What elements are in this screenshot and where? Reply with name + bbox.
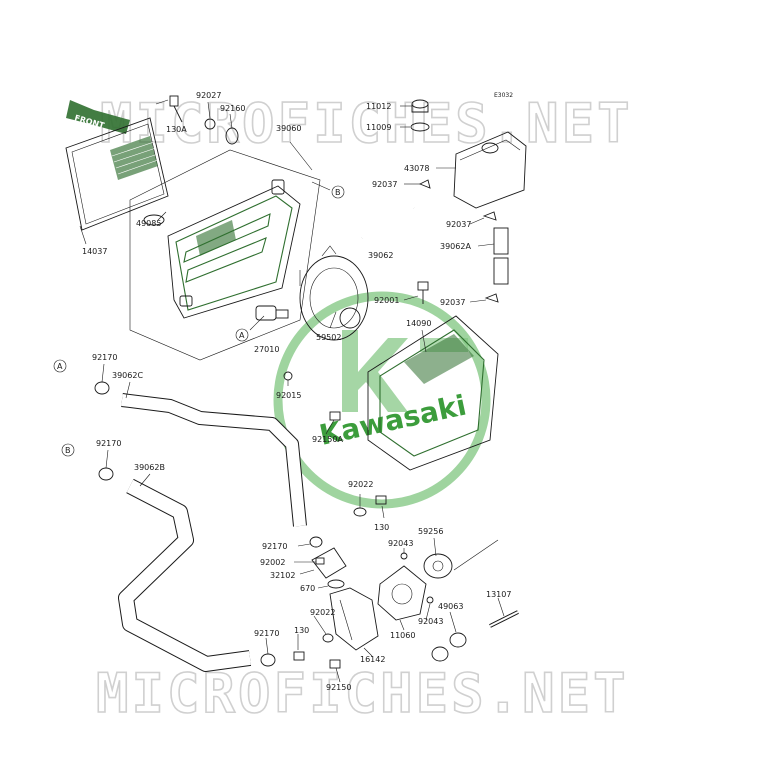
label-670: 670 bbox=[300, 584, 315, 593]
label-92027: 92027 bbox=[196, 91, 221, 100]
watermark-bottom: MICROFICHES.NET bbox=[96, 662, 629, 725]
label-92150: 92150 bbox=[326, 683, 351, 692]
impeller-59256 bbox=[423, 553, 453, 579]
cap-11012 bbox=[411, 99, 429, 113]
label-92170-d: 92170 bbox=[254, 629, 279, 638]
bolt-130a bbox=[169, 95, 183, 123]
label-92170-b: 92170 bbox=[96, 439, 121, 448]
label-92022-b: 92022 bbox=[310, 608, 335, 617]
label-92170-c: 92170 bbox=[262, 542, 287, 551]
reservoir-tank-43078 bbox=[453, 131, 527, 209]
washer-92022-b bbox=[322, 633, 334, 643]
label-39062b: 39062B bbox=[134, 463, 165, 472]
clamp-92170-c bbox=[309, 536, 323, 548]
hose-39062b bbox=[118, 478, 252, 672]
label-130-a: 130 bbox=[374, 523, 389, 532]
label-59502: 59502 bbox=[316, 333, 341, 342]
svg-text:A: A bbox=[57, 362, 63, 371]
shaft-13107 bbox=[489, 610, 519, 628]
label-130a: 130A bbox=[166, 125, 187, 134]
label-92022-a: 92022 bbox=[348, 480, 373, 489]
label-39060: 39060 bbox=[276, 124, 301, 133]
label-130-b: 130 bbox=[294, 626, 309, 635]
hose-39062c bbox=[121, 393, 307, 527]
clamp-92037-a bbox=[418, 179, 431, 189]
o-ring-670 bbox=[327, 579, 345, 589]
bolt-92043-b bbox=[426, 596, 434, 604]
label-13107: 13107 bbox=[486, 590, 511, 599]
label-92043-a: 92043 bbox=[388, 539, 413, 548]
label-11009: 11009 bbox=[366, 123, 391, 132]
radiator-box bbox=[129, 149, 321, 361]
pump-housing-16142 bbox=[329, 587, 379, 651]
shroud-14090 bbox=[367, 315, 499, 471]
callout-b-top: B bbox=[331, 185, 345, 199]
callout-a-top: A bbox=[235, 328, 249, 342]
label-39062a: 39062A bbox=[440, 242, 471, 251]
washer-92022-a bbox=[353, 507, 367, 517]
fan-switch-27010 bbox=[255, 305, 289, 321]
label-92043-b: 92043 bbox=[418, 617, 443, 626]
pipe-32102 bbox=[311, 547, 347, 579]
bolt-92001 bbox=[417, 281, 429, 304]
label-39062: 39062 bbox=[368, 251, 393, 260]
fan-59502 bbox=[299, 245, 369, 341]
plate-49085 bbox=[143, 214, 165, 226]
label-43078: 43078 bbox=[404, 164, 429, 173]
label-27010: 27010 bbox=[254, 345, 279, 354]
label-11012: 11012 bbox=[366, 102, 391, 111]
radiator-39060 bbox=[167, 179, 301, 319]
clamp-92037-b bbox=[482, 211, 497, 221]
gasket-11009 bbox=[410, 122, 430, 132]
callout-b-left: B bbox=[61, 443, 75, 457]
hose-39062a bbox=[493, 227, 509, 285]
bolt-130-a bbox=[375, 495, 387, 505]
label-14090: 14090 bbox=[406, 319, 431, 328]
callout-a-left: A bbox=[53, 359, 67, 373]
clamp-92170-a bbox=[94, 381, 110, 395]
label-92150a: 92150A bbox=[312, 435, 343, 444]
svg-text:B: B bbox=[65, 446, 71, 455]
seal-49063-a bbox=[449, 632, 467, 648]
label-92037-c: 92037 bbox=[440, 298, 465, 307]
seal-49063-b bbox=[431, 646, 449, 662]
label-32102: 32102 bbox=[270, 571, 295, 580]
bolt-92150 bbox=[329, 659, 341, 669]
grommet-92160 bbox=[225, 127, 239, 145]
ref-code: E3032 bbox=[494, 92, 513, 99]
label-49085: 49085 bbox=[136, 219, 161, 228]
label-92170-a: 92170 bbox=[92, 353, 117, 362]
label-92001: 92001 bbox=[374, 296, 399, 305]
radiator-screen-14037 bbox=[65, 117, 169, 231]
clamp-92170-b bbox=[98, 467, 114, 481]
pump-cover-11060 bbox=[377, 565, 427, 621]
label-11060: 11060 bbox=[390, 631, 415, 640]
leader-lines bbox=[79, 99, 505, 683]
label-92037-b: 92037 bbox=[446, 220, 471, 229]
label-16142: 16142 bbox=[360, 655, 385, 664]
watermark-top: MICROFICHES.NET bbox=[100, 92, 633, 155]
label-92002: 92002 bbox=[260, 558, 285, 567]
label-92015: 92015 bbox=[276, 391, 301, 400]
collar-92027 bbox=[204, 118, 216, 130]
clamp-92037-c bbox=[484, 293, 499, 303]
label-49063: 49063 bbox=[438, 602, 463, 611]
svg-text:A: A bbox=[239, 331, 245, 340]
label-92037-a: 92037 bbox=[372, 180, 397, 189]
label-39062c: 39062C bbox=[112, 371, 143, 380]
bolt-130-b bbox=[293, 651, 305, 661]
clamp-92002 bbox=[315, 557, 325, 565]
label-59256: 59256 bbox=[418, 527, 443, 536]
svg-text:B: B bbox=[335, 188, 341, 197]
label-92160: 92160 bbox=[220, 104, 245, 113]
bolt-92150a bbox=[329, 411, 341, 421]
label-14037: 14037 bbox=[82, 247, 107, 256]
